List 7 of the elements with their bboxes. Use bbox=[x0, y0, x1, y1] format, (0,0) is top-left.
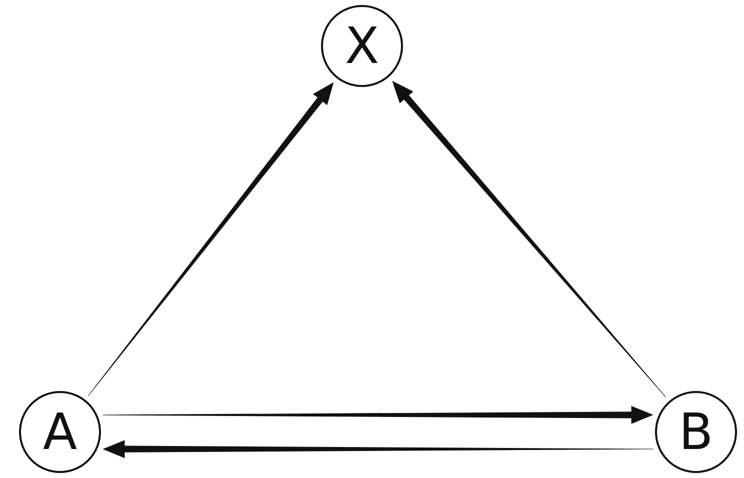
arrow bbox=[102, 406, 654, 424]
arrow bbox=[88, 82, 334, 396]
node-label: X bbox=[344, 21, 380, 71]
node-label: A bbox=[42, 407, 78, 457]
arrow bbox=[102, 440, 654, 458]
arrow bbox=[392, 80, 666, 398]
node-label: B bbox=[678, 407, 714, 457]
